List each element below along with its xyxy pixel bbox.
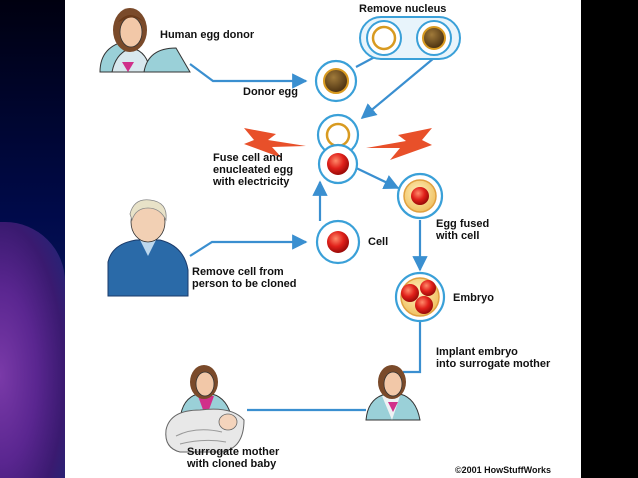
arrow-nucleus-to-enucleated-egg	[360, 57, 435, 119]
label-cell: Cell	[368, 236, 389, 248]
label-embryo: Embryo	[453, 292, 494, 304]
arrow-donor-to-egg	[189, 63, 308, 89]
remove-nucleus-cells	[359, 16, 461, 60]
surrogate-mother-icon	[365, 365, 421, 421]
mother-with-baby-icon	[165, 365, 245, 453]
egg-donor-woman-icon	[99, 8, 191, 73]
label-egg-fused: Egg fused with cell	[436, 218, 490, 242]
arrow-fuse-to-egg-fused	[351, 165, 400, 189]
embryo	[394, 271, 446, 323]
label-implant: Implant embryo into surrogate mother	[436, 346, 551, 370]
label-surrogate: Surrogate mother with cloned baby	[187, 446, 280, 470]
arrows	[189, 51, 435, 412]
egg-fused-cell	[396, 172, 444, 220]
person-to-be-cloned-icon	[107, 199, 189, 297]
spark-right-icon	[366, 128, 432, 160]
label-remove-nucleus: Remove nucleus	[359, 3, 447, 15]
label-human-egg-donor: Human egg donor	[160, 29, 255, 41]
spark-left-icon	[244, 128, 306, 158]
label-remove-cell: Remove cell from person to be cloned	[192, 266, 297, 290]
label-donor-egg: Donor egg	[243, 86, 298, 98]
background-right	[581, 0, 638, 478]
background-purple-shape	[0, 222, 65, 478]
cell	[315, 219, 361, 265]
arrow-person-to-cell	[189, 234, 308, 257]
label-fuse-cell: Fuse cell and enucleated egg with electr…	[213, 152, 294, 188]
arrow-embryo-to-surrogate	[403, 320, 422, 374]
donor-egg	[314, 59, 358, 103]
copyright-text: ©2001 HowStuffWorks	[455, 465, 551, 475]
fusion-cells	[316, 113, 360, 185]
